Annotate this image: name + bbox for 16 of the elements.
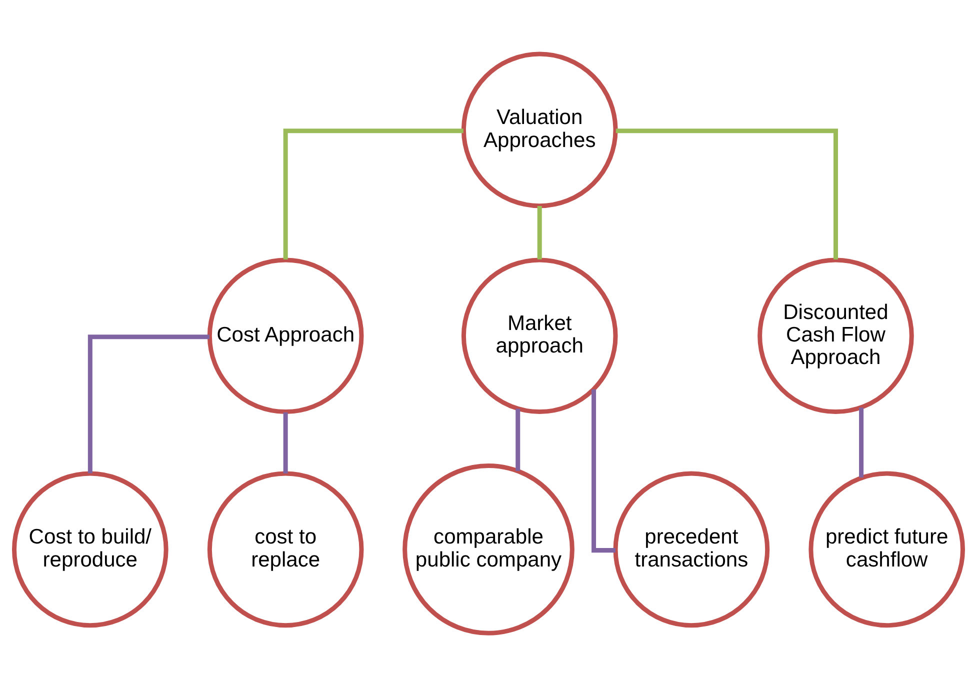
node-circle: comparable public company bbox=[402, 463, 574, 635]
node-circle: Cost to build/ reproduce bbox=[12, 470, 168, 628]
node-circle: cost to replace bbox=[207, 470, 364, 628]
connector bbox=[616, 128, 838, 260]
node-circle: Market approach bbox=[461, 257, 618, 414]
node-circle: Discounted Cash Flow Approach bbox=[758, 257, 914, 414]
node-circle: Valuation Approaches bbox=[461, 51, 618, 208]
node-circle: predict future cashflow bbox=[808, 470, 965, 628]
node-circle: Cost Approach bbox=[207, 257, 364, 414]
connector bbox=[537, 206, 542, 259]
connector bbox=[88, 334, 210, 473]
connector bbox=[516, 408, 520, 471]
connector bbox=[859, 407, 864, 478]
node-circle: precedent transactions bbox=[613, 470, 770, 628]
connector bbox=[283, 128, 464, 260]
connector bbox=[283, 412, 288, 473]
